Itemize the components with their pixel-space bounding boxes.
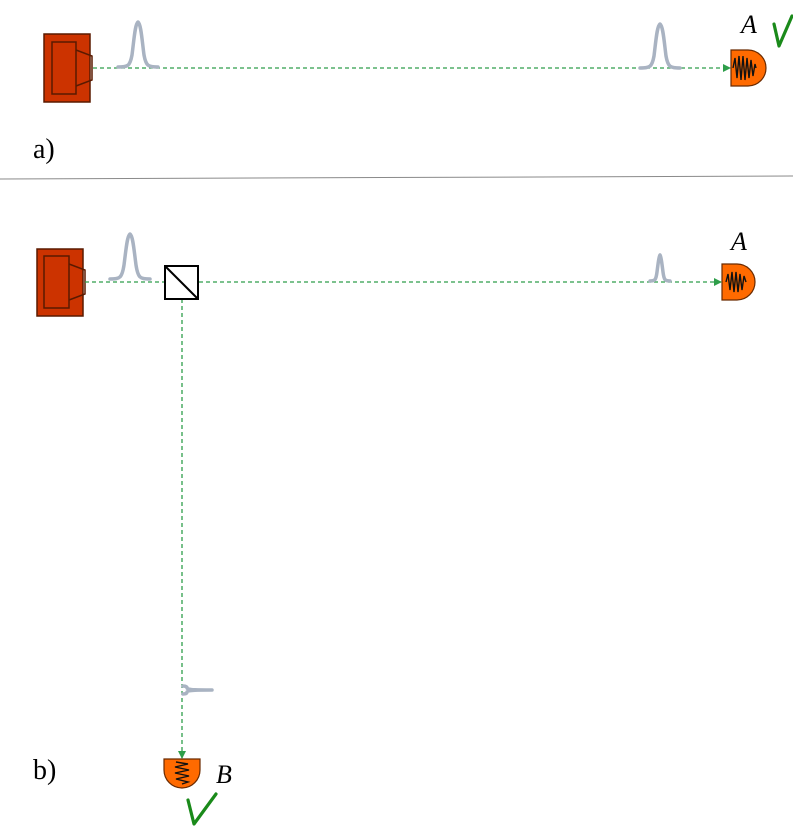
photodetector-icon (721, 263, 756, 301)
panel-label-a: a) (33, 134, 55, 165)
detector-a-label: A (729, 227, 747, 256)
wave-packet-icon (648, 253, 672, 283)
panel-b: A B b) (33, 227, 756, 826)
checkmark-icon (186, 792, 218, 826)
checkmark-icon (772, 14, 793, 48)
beam-splitter-icon (164, 265, 199, 300)
detector-b-label: B (216, 760, 232, 789)
photodetector-icon (163, 758, 201, 789)
panel-label-b: b) (33, 755, 56, 786)
wave-packet-icon (108, 232, 152, 281)
light-source-icon (36, 248, 86, 317)
wave-packet-icon (116, 20, 160, 69)
panel-divider (0, 175, 793, 180)
wave-packet-icon (638, 22, 682, 70)
wave-packet-icon (181, 684, 214, 696)
light-source-icon (43, 33, 93, 103)
panel-a: A a) (33, 10, 793, 165)
photodetector-icon (730, 49, 767, 87)
detector-a-label: A (739, 10, 757, 39)
